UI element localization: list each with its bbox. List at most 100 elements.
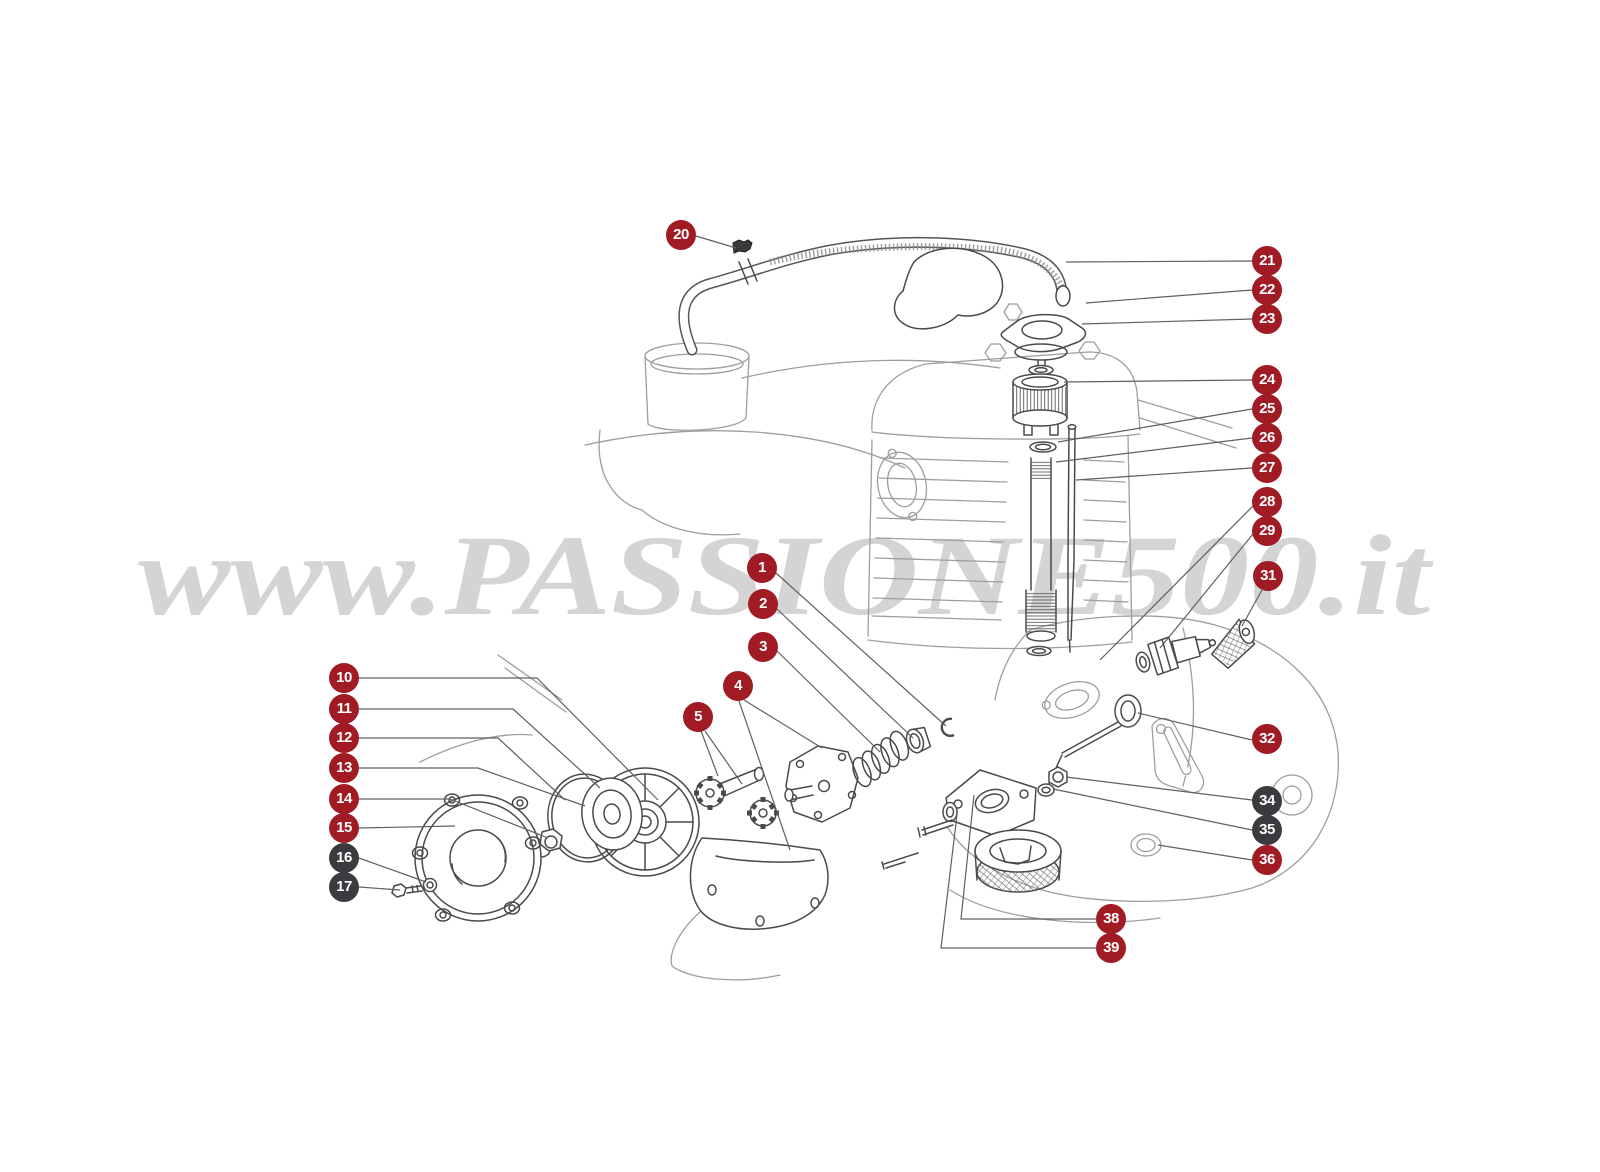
callout-badge-38: 38 xyxy=(1096,904,1126,934)
leader-line-24 xyxy=(1063,379,1253,383)
engine-shroud-line xyxy=(598,429,741,536)
callout-number: 36 xyxy=(1259,851,1275,868)
callout-number: 13 xyxy=(336,759,352,776)
leader-lines xyxy=(358,235,1263,949)
callout-number: 26 xyxy=(1259,429,1275,446)
stud-washer xyxy=(1037,783,1055,797)
oil-pump-cover xyxy=(784,745,859,823)
callout-badge-1: 1 xyxy=(747,553,777,583)
callout-number: 12 xyxy=(336,729,352,746)
oil-pump-gear-shaft xyxy=(694,766,765,810)
callout-badge-14: 14 xyxy=(329,784,359,814)
callout-number: 11 xyxy=(336,700,352,717)
callout-number: 21 xyxy=(1259,252,1275,269)
callout-number: 4 xyxy=(734,677,742,694)
leader-line-27 xyxy=(1075,467,1253,481)
callout-badge-20: 20 xyxy=(666,220,696,250)
leader-line-20 xyxy=(695,235,737,249)
callout-badge-3: 3 xyxy=(748,632,778,662)
callout-badge-31: 31 xyxy=(1253,561,1283,591)
callout-number: 28 xyxy=(1259,493,1275,510)
pickup-stud xyxy=(917,819,954,838)
callout-number: 24 xyxy=(1259,371,1275,388)
callout-number: 25 xyxy=(1259,400,1275,417)
leader-line-4 xyxy=(743,699,823,749)
leader-line-10 xyxy=(359,677,659,801)
engine-shroud-line xyxy=(584,430,906,469)
callout-badge-39: 39 xyxy=(1096,933,1126,963)
leader-line-2 xyxy=(776,608,914,739)
leader-line-21 xyxy=(1065,260,1253,263)
leader-line-14 xyxy=(359,798,549,839)
callout-number: 29 xyxy=(1259,522,1275,539)
exhaust-flange xyxy=(876,448,928,522)
mount-bracket xyxy=(1151,717,1205,794)
callout-number: 23 xyxy=(1259,310,1275,327)
leader-line-23 xyxy=(1081,318,1253,325)
cylinder-fins xyxy=(867,435,1133,650)
centrifugal-filter-cover xyxy=(581,777,643,851)
callout-badge-29: 29 xyxy=(1252,516,1282,546)
drain-plug xyxy=(1130,833,1162,857)
leader-line-4 xyxy=(738,700,791,851)
callout-badge-13: 13 xyxy=(329,753,359,783)
leader-line-1 xyxy=(775,572,947,727)
leader-line-31 xyxy=(1241,589,1263,627)
callout-number: 17 xyxy=(336,878,352,895)
callout-badge-17: 17 xyxy=(329,872,359,902)
hose-clip xyxy=(732,239,753,254)
oil-pickup-assembly xyxy=(881,769,1062,893)
breather-elbow-boot xyxy=(893,247,1004,330)
callout-badge-23: 23 xyxy=(1252,304,1282,334)
callout-number: 31 xyxy=(1260,567,1276,584)
oil-filler-cap xyxy=(1000,313,1087,376)
leader-line-16 xyxy=(358,857,427,883)
callout-badge-12: 12 xyxy=(329,723,359,753)
lower-flange xyxy=(1041,681,1100,719)
callout-badge-2: 2 xyxy=(748,589,778,619)
callout-number: 39 xyxy=(1103,939,1119,956)
pickup-stud-2 xyxy=(881,852,919,870)
engine-shroud-edge xyxy=(419,733,533,763)
oil-pressure-switch xyxy=(1135,635,1217,676)
oil-pump-idler-gear xyxy=(747,797,779,829)
leader-line-3 xyxy=(776,650,881,753)
callout-badge-28: 28 xyxy=(1252,487,1282,517)
air-cleaner-canister xyxy=(644,342,750,431)
engine-shroud-edge xyxy=(497,654,567,713)
leader-line-29 xyxy=(1159,533,1254,649)
dipstick-tube xyxy=(1025,457,1057,657)
stud-nut xyxy=(1037,766,1068,797)
callout-badge-27: 27 xyxy=(1252,453,1282,483)
callout-badge-35: 35 xyxy=(1252,815,1282,845)
callout-badge-5: 5 xyxy=(683,702,713,732)
callout-badge-11: 11 xyxy=(329,694,359,724)
callout-badge-25: 25 xyxy=(1252,394,1282,424)
callout-badge-10: 10 xyxy=(329,663,359,693)
dipstick xyxy=(1045,694,1142,791)
callout-number: 22 xyxy=(1259,281,1275,298)
callout-badge-32: 32 xyxy=(1252,724,1282,754)
leader-line-5 xyxy=(704,730,743,785)
leader-line-26 xyxy=(1055,437,1253,463)
cover-bolt xyxy=(391,883,423,898)
timing-cover xyxy=(411,793,542,922)
oil-pump-body xyxy=(689,837,829,930)
callout-badge-16: 16 xyxy=(329,843,359,873)
cover-washer xyxy=(422,877,438,893)
leader-line-11 xyxy=(359,708,601,789)
engine-shroud-line xyxy=(741,359,1001,379)
callout-number: 16 xyxy=(336,849,352,866)
leader-line-13 xyxy=(359,767,586,807)
leader-line-22 xyxy=(1085,289,1253,304)
callout-number: 20 xyxy=(673,226,689,243)
callout-number: 14 xyxy=(336,790,352,807)
leader-line-34 xyxy=(1065,776,1253,801)
relief-valve-spring xyxy=(852,730,910,788)
callout-number: 32 xyxy=(1259,730,1275,747)
oil-strainer-plug xyxy=(1210,618,1256,669)
callout-number: 1 xyxy=(758,559,766,576)
callout-badge-22: 22 xyxy=(1252,275,1282,305)
